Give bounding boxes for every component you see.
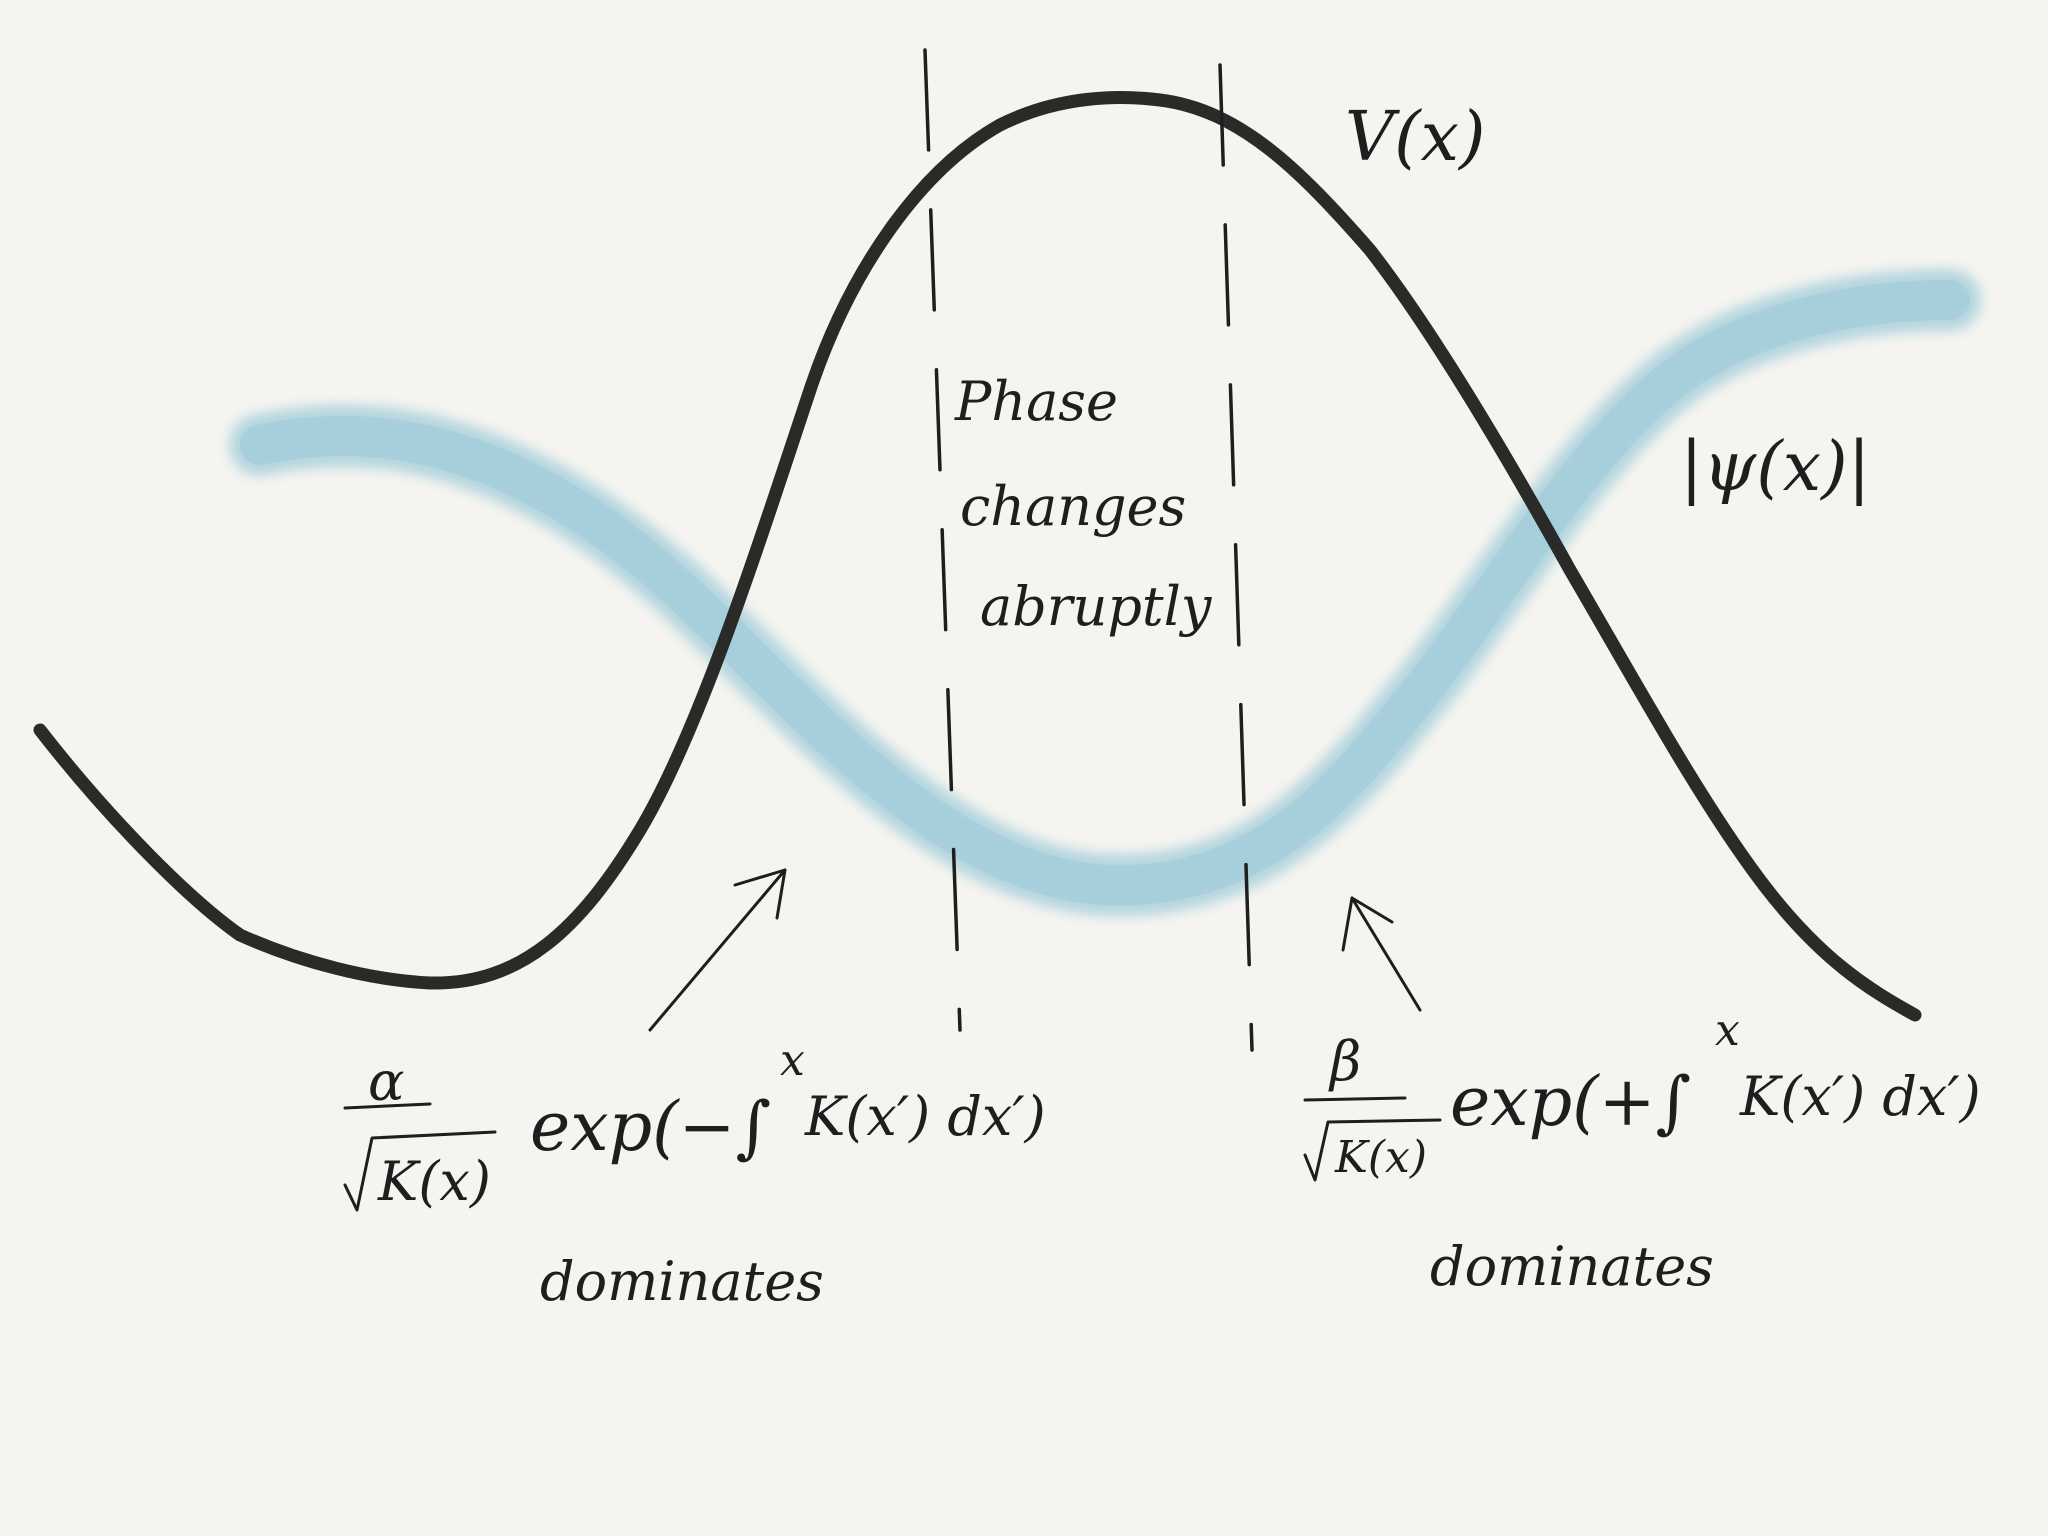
- right-coefficient-denominator: K(x): [1334, 1132, 1427, 1183]
- right-fraction-bar: [1303, 1096, 1407, 1102]
- right-expression: β K(x) exp(+∫ x K(x′) dx′) dominates: [1303, 1005, 1981, 1298]
- phase-note-line1: Phase: [954, 370, 1118, 433]
- right-integrand: K(x′) dx′): [1739, 1065, 1981, 1128]
- potential-label: V(x): [1345, 98, 1486, 177]
- left-exponential: exp(−∫: [530, 1088, 771, 1167]
- left-arrow: [648, 868, 787, 1032]
- left-dominates: dominates: [540, 1250, 824, 1313]
- potential-curve: [33, 91, 1922, 1022]
- left-sqrt-sign: [343, 1130, 497, 1212]
- right-dashed-line: [1218, 63, 1254, 1052]
- left-expression: α K(x) exp(−∫ x K(x′) dx′) dominates: [343, 1035, 1046, 1313]
- left-coefficient-numerator: α: [368, 1050, 404, 1113]
- right-sqrt-sign: [1303, 1118, 1442, 1182]
- phase-note-line3: abruptly: [980, 575, 1213, 638]
- left-fraction-bar: [343, 1102, 432, 1110]
- right-coefficient-numerator: β: [1328, 1030, 1361, 1093]
- wavefunction-label: |ψ(x)|: [1680, 428, 1871, 507]
- right-arrow: [1341, 896, 1422, 1012]
- left-integrand: K(x′) dx′): [804, 1085, 1046, 1148]
- right-upper-limit: x: [1715, 1005, 1740, 1056]
- left-dashed-line: [923, 48, 962, 1032]
- left-upper-limit: x: [780, 1035, 805, 1086]
- right-dominates: dominates: [1430, 1235, 1714, 1298]
- right-exponential: exp(+∫: [1450, 1063, 1691, 1142]
- phase-note-line2: changes: [960, 475, 1186, 538]
- wavefunction-band-core: [240, 280, 1970, 906]
- left-coefficient-denominator: K(x): [377, 1150, 491, 1213]
